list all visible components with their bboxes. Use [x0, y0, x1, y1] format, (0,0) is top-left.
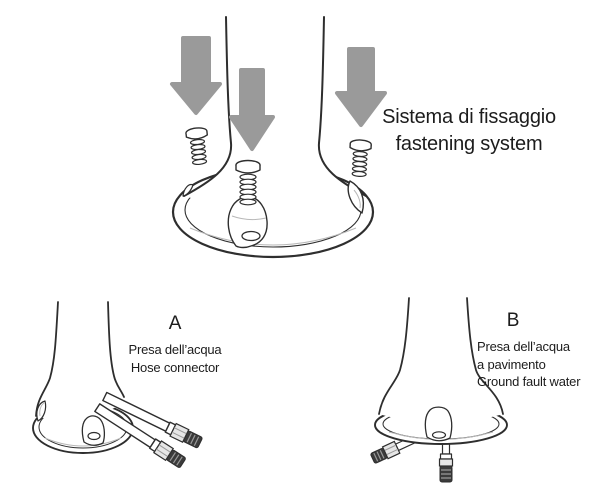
section-b-caption-english: Ground fault water: [477, 374, 581, 389]
screw-icon: [235, 159, 261, 206]
floor-connector-illustration: [370, 297, 508, 483]
screw-icon: [185, 127, 208, 166]
section-a-caption-italian: Presa dell’acqua: [128, 342, 222, 357]
section-a-label-block: A Presa dell’acqua Hose connector: [104, 312, 246, 376]
mounting-hole: [431, 431, 447, 439]
title-block: Sistema di fissaggio fastening system: [356, 104, 582, 158]
section-b-caption-italian-2: a pavimento: [477, 356, 546, 372]
column-base: [182, 16, 367, 209]
hose-fitting-icon: [102, 391, 203, 449]
mounting-hole: [87, 431, 101, 441]
section-b-letter: B: [506, 310, 520, 331]
title-italian: Sistema di fissaggio: [382, 106, 556, 128]
hose-connector-illustration: [32, 301, 203, 468]
section-a-letter: A: [168, 313, 182, 334]
down-arrow-icon: [335, 47, 387, 127]
mounting-boss: [424, 406, 453, 442]
mounting-boss: [81, 415, 106, 446]
rim-notch: [347, 180, 365, 214]
mounting-hole: [241, 230, 261, 242]
section-b-label-block: B Presa dell’acqua a pavimento Ground fa…: [477, 309, 600, 391]
mounting-boss: [227, 196, 268, 249]
section-a-caption-english: Hose connector: [130, 359, 220, 375]
section-b-caption-italian-1: Presa dell’acqua: [477, 339, 570, 354]
screw-icon: [349, 139, 372, 178]
down-arrow-icon: [170, 36, 222, 115]
fastening-system-illustration: [170, 16, 387, 259]
rim-notch: [36, 400, 47, 422]
title-english: fastening system: [395, 133, 543, 155]
hose-fitting-icon: [94, 403, 186, 468]
column-base: [35, 301, 125, 421]
column-base: [378, 297, 504, 423]
down-arrow-icon: [229, 68, 275, 151]
